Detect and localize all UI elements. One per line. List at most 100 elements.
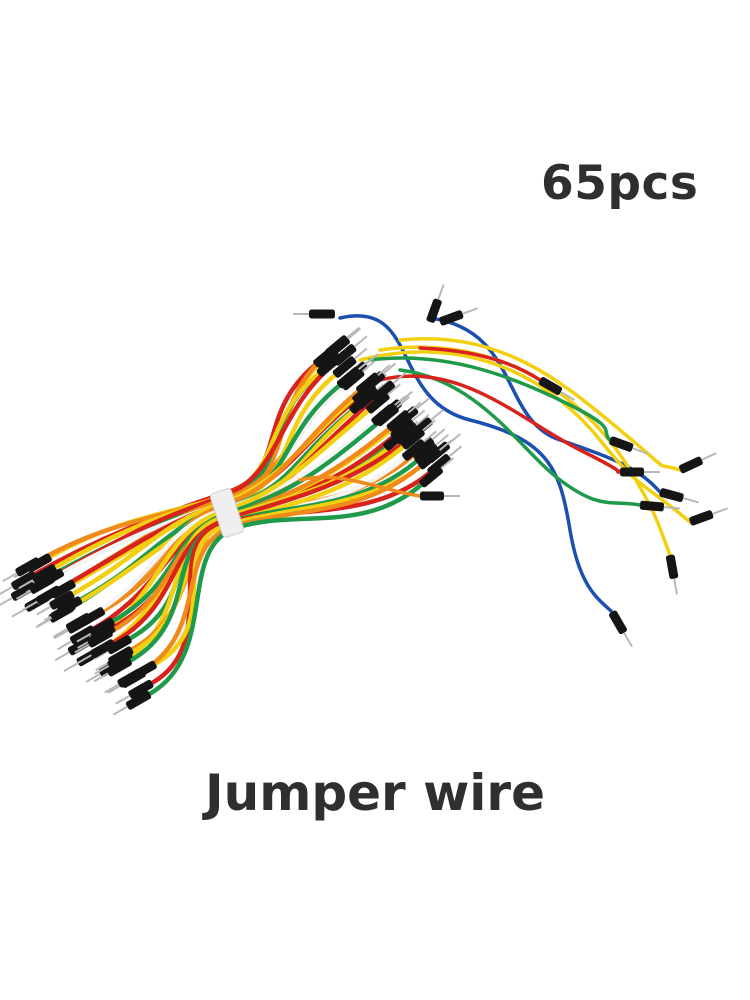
connector-pin (22, 600, 38, 611)
connector-pin (431, 428, 446, 441)
connector-pin (411, 409, 426, 422)
connector-pin (382, 362, 397, 375)
connector-pin (52, 628, 68, 638)
wire-connector (419, 457, 455, 488)
connector-pin (11, 607, 27, 618)
wire-connector (375, 396, 410, 427)
loose-wire (418, 346, 542, 382)
connector-pin (423, 430, 437, 443)
connector-housing (332, 344, 357, 366)
connector-housing (49, 590, 75, 610)
connector-pin (422, 419, 436, 432)
connector-pin (682, 497, 699, 504)
connector-housing (665, 554, 679, 580)
connector-pin (347, 327, 362, 340)
connector-housing (11, 571, 37, 590)
connector-pin (438, 439, 453, 452)
connector-housing (65, 613, 92, 632)
connector-pin (358, 358, 372, 371)
wire-connector (76, 617, 115, 643)
connector-pin (76, 632, 92, 643)
connector-housing (325, 335, 349, 357)
connector-housing (414, 442, 438, 465)
connector-housing (417, 447, 442, 470)
connector-pin (53, 629, 69, 640)
connector-housing (659, 488, 684, 502)
connector-pin (396, 396, 410, 408)
connector-pin (63, 662, 79, 672)
wire-connector (386, 401, 422, 432)
wire-connector (414, 434, 449, 465)
connector-housing (609, 610, 627, 635)
loose-wire (398, 337, 682, 472)
wire-connector (52, 613, 92, 638)
wire-connector (293, 309, 335, 319)
connector-pin (415, 414, 430, 426)
loose-wire (298, 475, 422, 498)
connector-pin (462, 307, 478, 315)
wire-connector (439, 307, 478, 326)
connector-housing (402, 439, 426, 461)
connector-pin (36, 605, 52, 616)
connector-pin (407, 401, 422, 414)
wire-connector (420, 491, 460, 501)
connector-housing (419, 465, 444, 488)
connector-housing (426, 298, 442, 323)
connector-housing (609, 436, 634, 452)
connector-pin (673, 578, 678, 595)
connector-pin (353, 335, 368, 348)
connector-housing (69, 625, 96, 645)
connector-housing (401, 427, 425, 450)
wire-connector (426, 284, 445, 323)
connector-housing (386, 410, 411, 432)
wire-connector (94, 650, 133, 675)
connector-pin (663, 506, 680, 510)
wire-connector (639, 500, 680, 512)
connector-pin (353, 347, 368, 360)
connector-pin (377, 364, 391, 376)
wire-connector (115, 679, 154, 705)
connector-housing (90, 639, 116, 659)
connector-housing (107, 650, 133, 669)
connector-pin (95, 661, 111, 672)
connector-housing (394, 422, 419, 445)
connector-pin (440, 457, 455, 470)
product-caption: Jumper wire (205, 764, 545, 822)
connector-pin (0, 586, 13, 596)
connector-pin (430, 408, 444, 421)
connector-housing (29, 574, 55, 594)
connector-housing (128, 679, 154, 699)
connector-housing (35, 585, 62, 605)
connector-housing (50, 601, 76, 621)
wire-connector (37, 601, 76, 627)
connector-pin (85, 673, 101, 683)
wire-connector (332, 347, 368, 378)
connector-pin (346, 326, 361, 339)
connector-housing (87, 628, 113, 648)
connector-housing (89, 617, 115, 637)
wire-connector (76, 639, 116, 664)
cable-tie (209, 488, 245, 538)
connector-pin (93, 672, 109, 683)
wire-connector (74, 628, 113, 654)
quantity-label: 65pcs (541, 156, 699, 211)
connector-housing (106, 635, 132, 655)
wire-connector (93, 657, 132, 683)
wire-connector (659, 488, 699, 504)
connector-pin (94, 665, 110, 675)
connector-pin (76, 654, 92, 664)
wire-connector (356, 364, 391, 395)
connector-pin (623, 632, 633, 648)
connector-housing (15, 557, 41, 577)
wire-connector (36, 590, 75, 616)
wire-connector (371, 372, 407, 403)
connector-housing (538, 377, 563, 395)
connector-pin (54, 651, 70, 662)
connector-pin (107, 684, 123, 694)
connector-housing (678, 456, 703, 474)
connector-housing (309, 309, 335, 319)
loose-wire (398, 368, 642, 507)
wire-connector (417, 439, 453, 470)
